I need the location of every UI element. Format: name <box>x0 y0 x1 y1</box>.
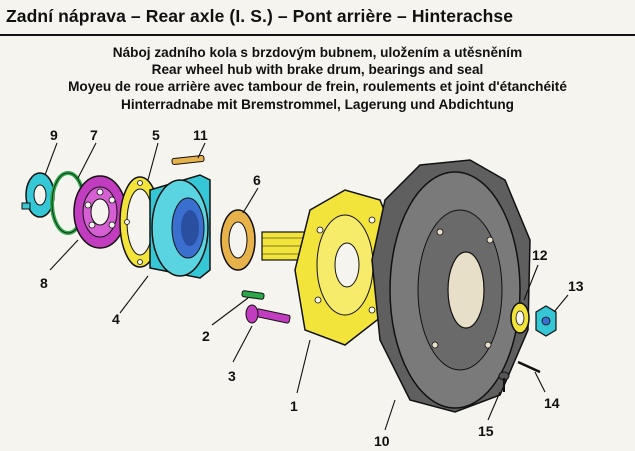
label-part-15: 15 <box>478 423 494 439</box>
label-part-7: 7 <box>90 127 98 143</box>
part-9-lock-nut <box>21 172 55 218</box>
subtitle-english: Rear wheel hub with brake drum, bearings… <box>151 62 484 78</box>
part-6-oil-seal <box>220 209 256 271</box>
part-15-screw <box>498 371 510 392</box>
leader-lines <box>44 142 569 431</box>
label-part-9: 9 <box>50 127 58 143</box>
header-bar: Zadní náprava – Rear axle (I. S.) – Pont… <box>0 0 635 36</box>
label-part-10: 10 <box>374 433 390 449</box>
part-14-cotter-pin <box>517 360 541 374</box>
part-8-bearing <box>73 175 127 249</box>
part-3-bolt <box>245 304 291 324</box>
label-part-13: 13 <box>568 278 584 294</box>
label-part-5: 5 <box>152 127 160 143</box>
part-13-hex-nut <box>535 305 557 337</box>
part-11-stud <box>171 155 205 165</box>
subtitle-german: Hinterradnabe mit Bremstrommel, Lagerung… <box>121 96 514 112</box>
page-title: Zadní náprava – Rear axle (I. S.) – Pont… <box>6 6 514 26</box>
part-1-wheel-hub <box>294 189 401 346</box>
label-part-8: 8 <box>40 275 48 291</box>
label-part-3: 3 <box>228 368 236 384</box>
label-part-6: 6 <box>253 172 261 188</box>
label-part-14: 14 <box>544 395 560 411</box>
label-part-12: 12 <box>532 247 548 263</box>
subtitle-french: Moyeu de roue arrière avec tambour de fr… <box>68 79 567 95</box>
exploded-diagram: PRAGOS.cz <box>21 127 584 449</box>
subtitle-block: Náboj zadního kola s brzdovým bubnem, ul… <box>0 44 635 113</box>
part-2-key <box>241 290 265 300</box>
label-part-2: 2 <box>202 328 210 344</box>
part-10-brake-drum <box>371 159 531 413</box>
part-4-bearing-housing <box>149 174 211 279</box>
label-part-4: 4 <box>112 311 120 327</box>
label-part-1: 1 <box>290 398 298 414</box>
label-part-11: 11 <box>193 127 208 143</box>
subtitle-czech: Náboj zadního kola s brzdovým bubnem, ul… <box>112 45 523 60</box>
